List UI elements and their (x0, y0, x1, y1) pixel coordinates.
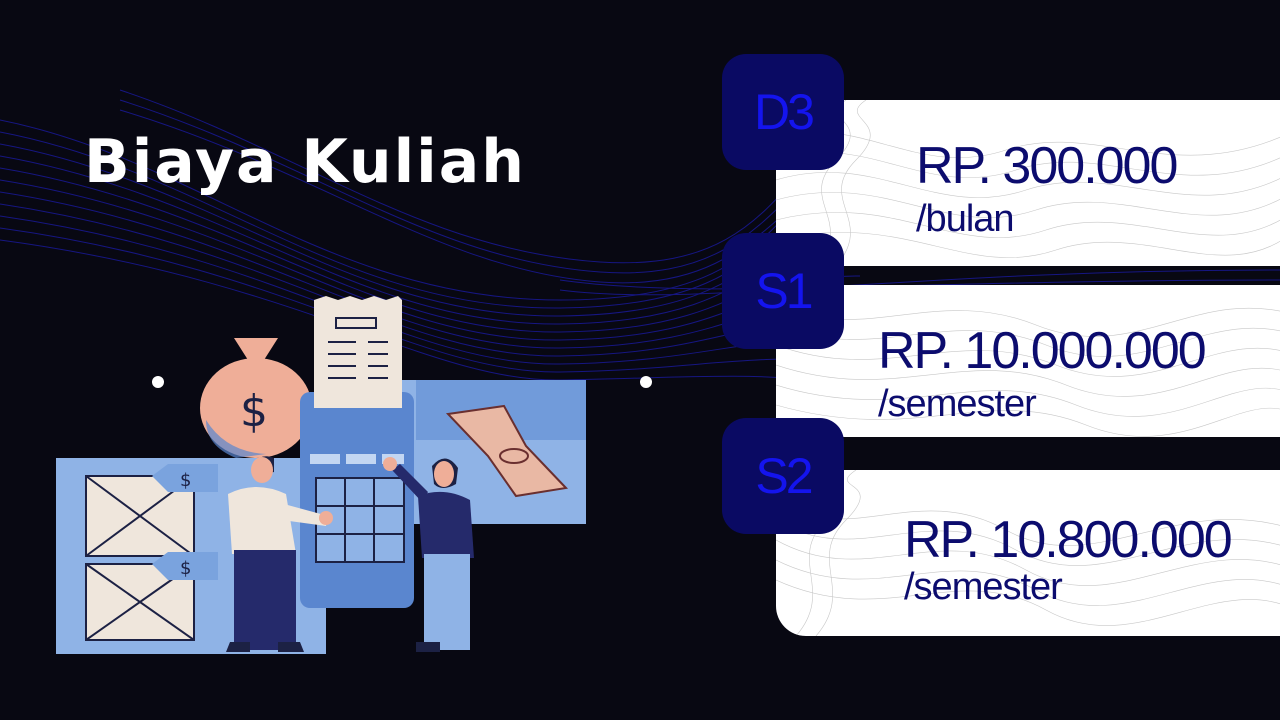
price-s1: RP. 10.000.000 (878, 322, 1207, 380)
price-tag-icon-bottom: $ (152, 552, 218, 580)
price-tag-icon-top: $ (152, 464, 218, 492)
person-man-icon (226, 456, 333, 652)
contour-pattern (776, 100, 1280, 266)
connector-dot-right (640, 376, 652, 388)
price-d3: RP. 300.000 (916, 137, 1178, 195)
receipt-icon (314, 296, 402, 408)
connector-dot-left (152, 376, 164, 388)
finance-illustration: $ $ $ (56, 296, 586, 654)
money-bag-dollar: $ (240, 386, 268, 437)
tuition-card-s2: RP. 10.800.000 /semester (776, 470, 1280, 636)
money-bag-icon: $ (200, 338, 312, 458)
tuition-card-d3: RP. 300.000 /bulan (776, 100, 1280, 266)
contour-pattern (776, 470, 1280, 636)
period-s1: /semester (878, 383, 1037, 425)
period-s2: /semester (904, 566, 1063, 608)
tag-dollar-2: $ (180, 558, 191, 579)
person-woman-icon (383, 457, 474, 652)
period-d3: /bulan (916, 198, 1015, 240)
price-s2: RP. 10.800.000 (904, 511, 1233, 569)
banknote-icon (445, 404, 569, 498)
badge-d3: D3 (722, 54, 844, 170)
tag-dollar-1: $ (180, 470, 191, 491)
calculator-icon (300, 392, 414, 608)
page-title: Biaya Kuliah (84, 127, 526, 197)
badge-s2: S2 (722, 418, 844, 534)
tuition-card-s1: RP. 10.000.000 /semester (776, 285, 1280, 437)
badge-s1: S1 (722, 233, 844, 349)
contour-pattern (776, 304, 1280, 437)
